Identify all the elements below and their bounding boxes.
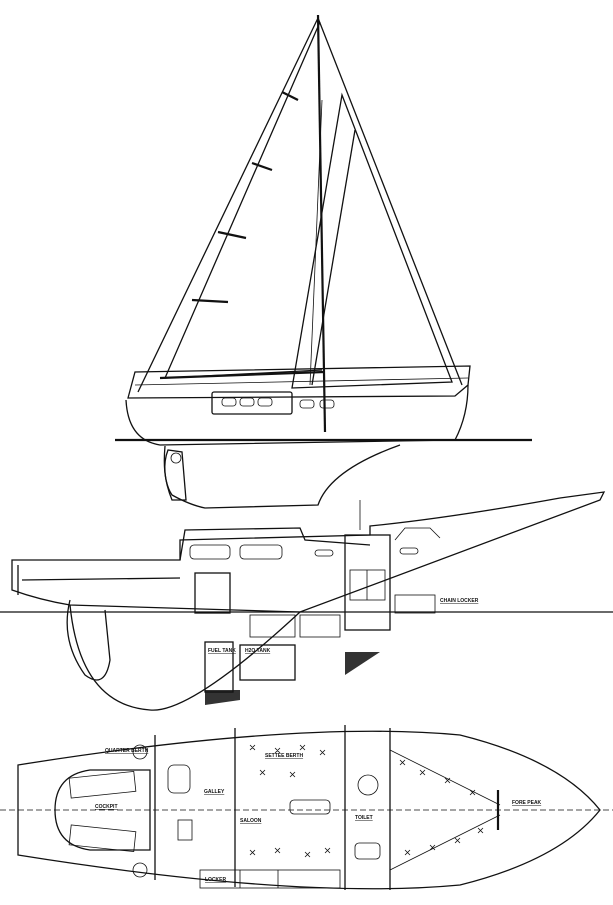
backstay (137, 17, 319, 393)
inboard-profile: FUEL TANK H2O TANK CHAIN LOCKER (0, 491, 613, 711)
quarter-berth-label: QUARTER BERTH (105, 748, 149, 754)
water-tank-label: H2O TANK (245, 648, 271, 654)
cockpit-label: COCKPIT (95, 804, 118, 810)
bulkhead-locker (344, 534, 391, 631)
keel-profile (69, 604, 301, 711)
galley-label: GALLEY (204, 789, 225, 795)
mast (316, 14, 327, 433)
fore-peak-label: FORE PEAK (512, 800, 542, 806)
batten (217, 230, 247, 240)
locker-label: LOCKER (205, 877, 227, 883)
hull-profile (11, 491, 606, 613)
batten (251, 161, 273, 172)
cabin-trunk (211, 391, 293, 415)
jib-luff-inner (311, 129, 356, 386)
batten (281, 91, 299, 101)
rudder (164, 449, 187, 501)
cushion-marks (249, 744, 484, 858)
settee-berth-label: SETTEE BERTH (265, 753, 303, 759)
saloon-label: SALOON (240, 818, 262, 824)
cabin-top (179, 527, 371, 561)
deck-line (127, 365, 471, 399)
toilet-label: TOILET (355, 815, 373, 821)
hull-topside (125, 384, 469, 446)
batten (191, 298, 229, 304)
accommodation-plan: COCKPIT GALLEY SALOON TOILET FORE PEAK L… (0, 725, 613, 890)
sail-plan (115, 14, 532, 509)
jib (291, 92, 453, 389)
keel (163, 444, 401, 509)
fuel-tank-label: FUEL TANK (208, 648, 236, 654)
chain-locker-label: CHAIN LOCKER (440, 598, 479, 604)
forestay (317, 17, 463, 386)
mainsail (163, 21, 323, 379)
rudder-profile (66, 599, 111, 681)
cockpit-well (54, 769, 151, 851)
boom (159, 370, 325, 380)
